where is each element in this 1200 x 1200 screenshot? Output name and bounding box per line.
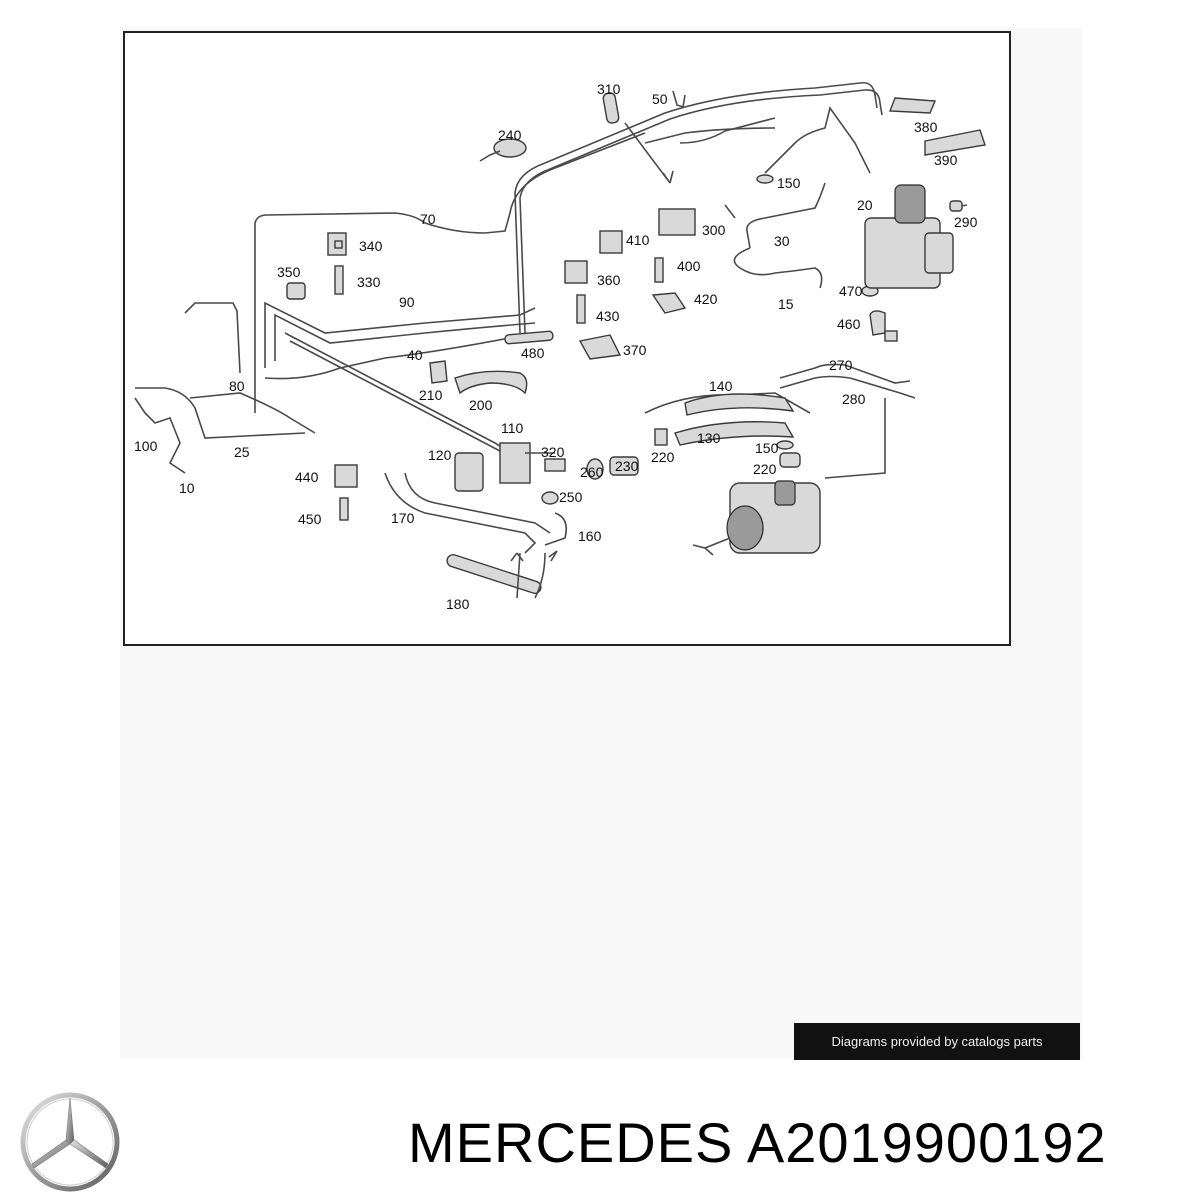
callout-100: 100 [134,438,158,454]
hardware-parts [286,90,986,599]
callout-440: 440 [295,469,319,485]
callout-50: 50 [652,91,668,107]
callout-360: 360 [597,272,621,288]
callout-300: 300 [702,222,726,238]
callout-280: 280 [842,391,866,407]
callout-130: 130 [697,430,721,446]
callout-70: 70 [420,211,436,227]
diagram-drawing: 310 50 240 380 390 150 20 290 70 340 410… [134,81,986,612]
callout-450: 450 [298,511,322,527]
callout-230: 230 [615,458,639,474]
callout-290: 290 [954,214,978,230]
callout-90: 90 [399,294,415,310]
callout-240: 240 [498,127,522,143]
callout-labels: 310 50 240 380 390 150 20 290 70 340 410… [134,81,978,612]
callout-420: 420 [694,291,718,307]
callout-80: 80 [229,378,245,394]
callout-20: 20 [857,197,873,213]
callout-30: 30 [774,233,790,249]
callout-10: 10 [179,480,195,496]
callout-310: 310 [597,81,621,97]
callout-150-lower: 150 [755,440,779,456]
mercedes-star-logo-icon [20,1092,120,1192]
callout-430: 430 [596,308,620,324]
callout-270: 270 [829,357,853,373]
callout-180: 180 [446,596,470,612]
callout-160: 160 [578,528,602,544]
credit-banner: Diagrams provided by catalogs parts [794,1023,1080,1060]
callout-210: 210 [419,387,443,403]
callout-110: 110 [501,420,524,436]
callout-380: 380 [914,119,938,135]
callout-25: 25 [234,444,250,460]
hydraulic-units [692,184,954,556]
callout-410: 410 [626,232,650,248]
callout-220-right: 220 [753,461,777,477]
callout-15: 15 [778,296,794,312]
callout-350: 350 [277,264,301,280]
callout-40: 40 [407,347,423,363]
callout-170: 170 [391,510,415,526]
callout-390: 390 [934,152,958,168]
callout-250: 250 [559,489,583,505]
callout-220-mid: 220 [651,449,675,465]
callout-150-upper: 150 [777,175,801,191]
callout-330: 330 [357,274,381,290]
callout-320: 320 [541,444,565,460]
callout-370: 370 [623,342,647,358]
parts-diagram: 310 50 240 380 390 150 20 290 70 340 410… [123,31,1011,646]
callout-460: 460 [837,316,861,332]
callout-260: 260 [580,464,604,480]
callout-470: 470 [839,283,863,299]
callout-340: 340 [359,238,383,254]
callout-120: 120 [428,447,452,463]
callout-480: 480 [521,345,545,361]
callout-140: 140 [709,378,733,394]
brake-pipes [134,81,916,479]
callout-400: 400 [677,258,701,274]
callout-200: 200 [469,397,493,413]
part-title: MERCEDES A2019900192 [408,1111,1107,1174]
